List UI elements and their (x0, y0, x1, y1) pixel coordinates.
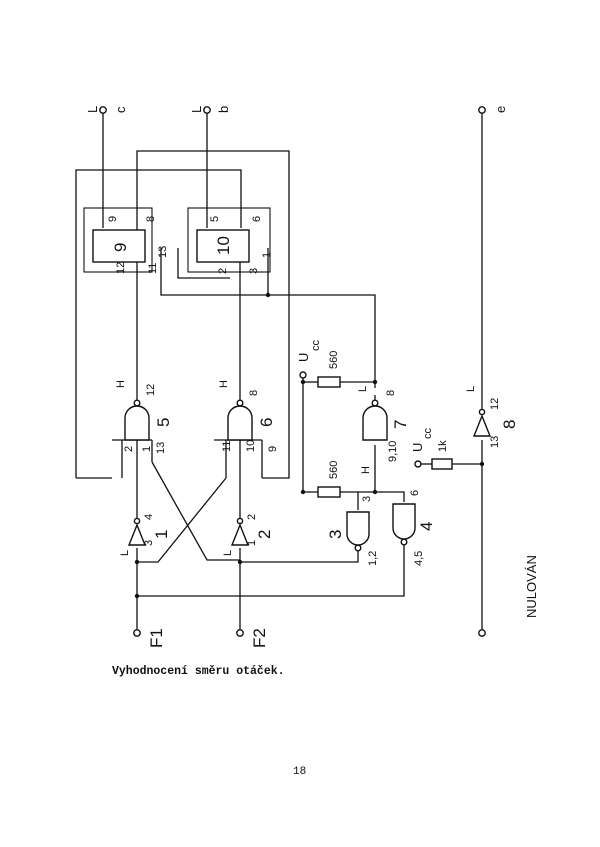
svg-text:9,10: 9,10 (387, 441, 399, 462)
gate-4: 6 4 4,5 (392, 490, 436, 566)
svg-text:11: 11 (147, 263, 159, 274)
svg-text:12: 12 (489, 398, 501, 410)
svg-text:9: 9 (267, 446, 279, 452)
svg-text:3: 3 (361, 496, 373, 502)
svg-text:U: U (296, 353, 311, 362)
output-b-letter: b (216, 106, 231, 113)
svg-text:560: 560 (328, 461, 340, 479)
svg-text:10: 10 (245, 440, 257, 452)
gate-6: H 8 6 11 10 9 (218, 380, 279, 452)
input-f1-label: F1 (147, 628, 166, 648)
reset-terminal (478, 629, 486, 637)
svg-text:H: H (115, 380, 127, 388)
svg-text:cc: cc (422, 428, 434, 440)
flipflop-10-id: 10 (214, 236, 233, 255)
gate-3-id: 3 (326, 530, 345, 539)
svg-text:L: L (465, 386, 477, 392)
output-c-letter: c (113, 106, 128, 113)
output-labels: L c L b e (85, 106, 508, 113)
junction-dots (134, 292, 485, 599)
input-f1-terminal (133, 629, 141, 637)
svg-text:13: 13 (157, 246, 169, 258)
svg-text:1: 1 (261, 252, 273, 258)
output-b-terminal (203, 106, 211, 114)
svg-text:13: 13 (489, 436, 501, 448)
svg-text:2: 2 (246, 514, 258, 520)
output-c-terminal (99, 106, 107, 114)
svg-text:1: 1 (141, 446, 153, 452)
output-c-level: L (85, 106, 100, 113)
gate-7: L 8 7 9,10 (357, 386, 410, 462)
gate-6-id: 6 (257, 418, 276, 427)
ucc-terminal-1 (299, 371, 307, 379)
svg-text:1k: 1k (437, 440, 449, 452)
svg-text:L: L (119, 550, 131, 556)
svg-text:9: 9 (107, 216, 119, 222)
svg-text:2: 2 (123, 446, 135, 452)
svg-text:2: 2 (217, 268, 229, 274)
gate-4-id: 4 (417, 522, 436, 531)
svg-text:8: 8 (248, 390, 260, 396)
output-b-level: L (189, 106, 204, 113)
input-f2-terminal (236, 629, 244, 637)
output-e-letter: e (493, 106, 508, 113)
inverter-8-id: 8 (500, 420, 519, 429)
page-number: 18 (293, 766, 307, 778)
inverter-1: 4 3 L 1 (119, 514, 171, 556)
resistor-2: 560 H (317, 461, 372, 498)
gate-3: 3 3 1,2 (326, 496, 379, 566)
svg-text:L: L (357, 386, 369, 392)
svg-text:8: 8 (385, 390, 397, 396)
resistor-3: 1k U cc (410, 428, 453, 470)
gate-5: H 12 5 2 1 13 (115, 380, 173, 454)
caption: Vyhodnocení směru otáček. (112, 665, 285, 678)
reset-label: NULOVÁN (524, 555, 539, 618)
terminals (99, 106, 486, 637)
svg-text:3: 3 (143, 540, 155, 546)
inverter-1-id: 1 (152, 530, 171, 539)
svg-text:H: H (218, 380, 230, 388)
flipflop-10: 10 5 6 2 3 1 (196, 216, 273, 274)
svg-text:4,5: 4,5 (413, 551, 425, 566)
gate-7-id: 7 (391, 420, 410, 429)
gate-5-id: 5 (154, 418, 173, 427)
inverter-8: L 12 13 8 (465, 386, 519, 448)
svg-text:1,2: 1,2 (367, 551, 379, 566)
svg-text:L: L (222, 550, 234, 556)
flipflop-9: 9 9 8 12 11 13 (92, 216, 169, 274)
inverter-2-id: 2 (255, 530, 274, 539)
wires (75, 113, 483, 630)
input-f2-label: F2 (250, 628, 269, 648)
input-labels: F1 F2 NULOVÁN (147, 555, 539, 648)
svg-text:12: 12 (145, 384, 157, 396)
ucc-terminal-2 (414, 460, 422, 468)
svg-text:8: 8 (145, 216, 157, 222)
svg-text:11: 11 (221, 441, 233, 452)
svg-text:U: U (410, 443, 425, 452)
svg-text:560: 560 (328, 351, 340, 369)
svg-text:6: 6 (251, 216, 263, 222)
output-e-terminal (478, 106, 486, 114)
svg-text:6: 6 (409, 490, 421, 496)
inverter-2: 2 1 L 2 (222, 514, 274, 556)
flipflop-9-id: 9 (111, 243, 130, 252)
svg-text:3: 3 (248, 268, 260, 274)
svg-text:13: 13 (155, 442, 167, 454)
svg-text:1: 1 (246, 540, 258, 546)
svg-text:H: H (360, 466, 372, 474)
svg-text:cc: cc (310, 340, 322, 352)
svg-text:5: 5 (209, 216, 221, 222)
resistor-1: 560 U cc (296, 340, 341, 388)
svg-text:12: 12 (115, 262, 127, 274)
svg-text:4: 4 (143, 514, 155, 520)
